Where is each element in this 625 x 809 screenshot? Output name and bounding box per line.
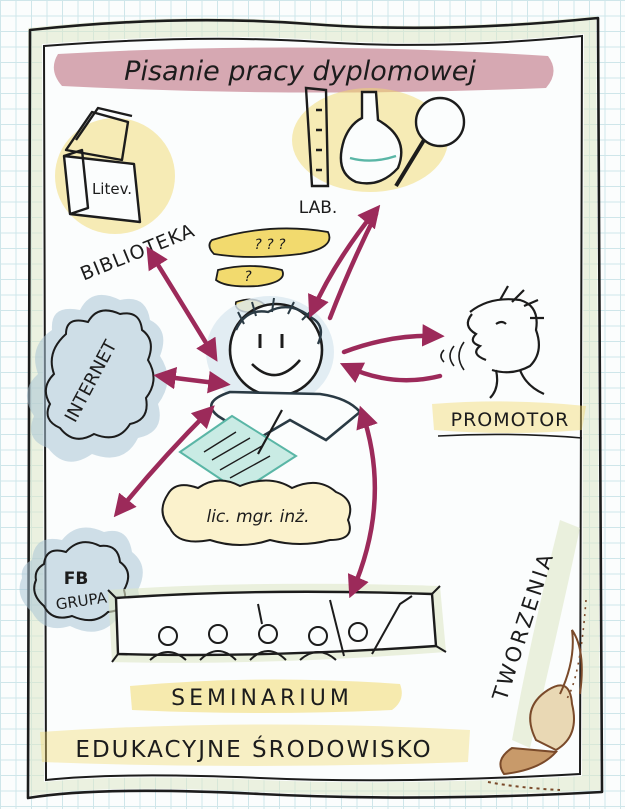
arrow-lab-a — [308, 204, 381, 319]
arrow-fb — [113, 405, 215, 518]
thought-1-text: ? ? ? — [254, 237, 286, 253]
books-icon — [62, 106, 142, 224]
degrees-node: lic. mgr. inż. — [161, 479, 352, 546]
library-node: Litev. BIBLIOTEKA — [55, 106, 198, 285]
seminar-node: SEMINARIUM — [107, 583, 447, 713]
lab-node: LAB. — [292, 86, 466, 218]
audience-icon — [149, 595, 413, 661]
moth-icon — [487, 599, 587, 791]
lab-label: LAB. — [299, 198, 338, 218]
seminar-label: SEMINARIUM — [171, 686, 353, 711]
flask-icon — [304, 86, 466, 188]
title-banner: Pisanie pracy dyplomowej — [53, 47, 554, 93]
arrow-promotor-out — [341, 324, 445, 355]
degrees-label: lic. mgr. inż. — [206, 507, 309, 527]
environment-label: EDUKACYJNE ŚRODOWISKO — [75, 735, 432, 763]
thought-2-text: ? — [244, 269, 252, 285]
promotor-node: PROMOTOR — [432, 285, 586, 439]
library-book-label: Litev. — [92, 180, 132, 198]
page-title: Pisanie pracy dyplomowej — [124, 56, 476, 87]
arrow-lab-b — [327, 211, 379, 321]
arrows — [113, 204, 445, 599]
arrow-library — [146, 246, 218, 362]
professor-face-icon — [466, 285, 545, 399]
arrow-seminar — [347, 405, 378, 599]
arrow-promotor-in — [339, 362, 443, 383]
fb-label: FB — [64, 569, 89, 589]
arrow-internet — [153, 366, 231, 394]
promotor-label: PROMOTOR — [451, 409, 570, 431]
